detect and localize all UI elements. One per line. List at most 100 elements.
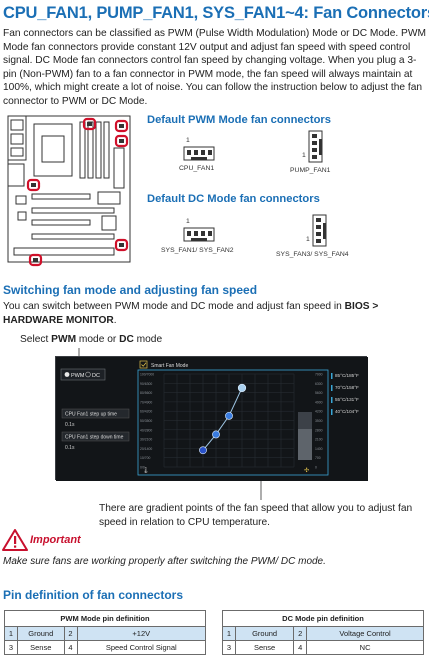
pin-one-marker: 1 <box>306 236 310 243</box>
left-tick-label: 90/6300 <box>140 382 152 386</box>
dc-radio-label: DC <box>92 373 100 379</box>
pin-one-marker: 1 <box>186 137 190 144</box>
left-tick-label: 80/5600 <box>140 391 152 395</box>
table-cell: 4 <box>293 640 308 655</box>
warning-triangle-icon <box>2 529 28 551</box>
dc-pin-table: DC Mode pin definition 1 Ground 2 Voltag… <box>222 610 424 655</box>
smart-fan-label: Smart Fan Mode <box>151 363 188 369</box>
right-tick-label: 700 <box>315 456 321 460</box>
sys-fan12-label: SYS_FAN1/ SYS_FAN2 <box>161 247 234 254</box>
temp-marker <box>331 385 333 391</box>
table-cell: Ground <box>234 626 295 641</box>
table-cell: Speed Control Signal <box>76 640 207 655</box>
temp-label: 40°C/104°F <box>335 409 359 414</box>
bios-path: BIOS > HARDWARE MONITOR <box>3 301 379 326</box>
sys-fan34-label: SYS_FAN3/ SYS_FAN4 <box>276 251 349 258</box>
right-tick-label: 2800 <box>315 428 323 432</box>
left-tick-label: 10/700 <box>140 456 150 460</box>
important-label: Important <box>30 534 81 546</box>
right-tick-label: 2100 <box>315 438 323 442</box>
sys-fan12-connector-icon <box>183 227 215 242</box>
caption-text: mode or <box>76 334 120 345</box>
dc-connectors-heading: Default DC Mode fan connectors <box>147 193 320 205</box>
pwm-table-title: PWM Mode pin definition <box>4 610 206 627</box>
dc-radio-icon <box>85 371 91 378</box>
motherboard-diagram <box>7 115 131 267</box>
pin-one-marker: 1 <box>186 218 190 225</box>
table-cell: NC <box>306 640 424 655</box>
caption-text: Select <box>20 334 52 345</box>
right-tick-label: 4200 <box>315 410 323 414</box>
step-down-value: 0.1s <box>65 445 75 451</box>
cpu-fan-label: CPU_FAN1 <box>179 165 215 172</box>
temp-marker <box>331 373 333 379</box>
sys-fan34-connector-icon <box>312 214 327 247</box>
switching-paragraph: You can switch between PWM mode and DC m… <box>3 300 425 327</box>
fan-icon: ✣ <box>304 467 309 474</box>
pwm-pin-table: PWM Mode pin definition 1 Ground 2 +12V … <box>4 610 207 655</box>
table-cell: 1 <box>4 626 18 641</box>
cpu-fan-connector-icon <box>183 146 215 161</box>
gradient-note: There are gradient points of the fan spe… <box>99 503 413 528</box>
table-cell: Ground <box>17 626 65 641</box>
temp-label: 55°C/131°F <box>335 397 359 402</box>
pump-fan-label: PUMP_FAN1 <box>290 167 331 174</box>
table-cell: 1 <box>222 626 236 641</box>
left-tick-label: 50/3500 <box>140 419 152 423</box>
pin-definition-heading: Pin definition of fan connectors <box>3 588 183 602</box>
table-cell: 3 <box>4 640 18 655</box>
select-mode-caption: Select PWM mode or DC mode <box>20 334 162 345</box>
left-tick-label: 30/2100 <box>140 438 152 442</box>
table-row: 1 Ground 2 +12V <box>4 626 207 641</box>
temp-icon: 🌡 <box>142 466 150 474</box>
table-cell: 3 <box>222 640 236 655</box>
right-tick-label: 4900 <box>315 400 323 404</box>
left-tick-label: 40/2800 <box>140 428 152 432</box>
important-text: Make sure fans are working properly afte… <box>3 556 326 567</box>
step-up-label: CPU Fan1 step up time <box>65 412 117 418</box>
caption-dc: DC <box>119 334 134 345</box>
table-row: 1 Ground 2 Voltage Control <box>222 626 424 641</box>
table-row: 3 Sense 4 NC <box>222 640 424 655</box>
table-cell: +12V <box>76 626 207 641</box>
left-tick-label: 60/4200 <box>140 410 152 414</box>
right-tick-label: 7000 <box>315 373 323 377</box>
pin-one-marker: 1 <box>302 152 306 159</box>
gradient-point[interactable] <box>212 430 220 439</box>
table-cell: Sense <box>234 640 295 655</box>
bios-fan-screen: PWM DC CPU Fan1 step up time 0.1s CPU Fa… <box>55 356 368 481</box>
step-down-label: CPU Fan1 step down time <box>65 435 124 441</box>
table-cell: Voltage Control <box>306 626 424 641</box>
switching-heading: Switching fan mode and adjusting fan spe… <box>3 283 258 297</box>
pwm-dc-toggle <box>60 368 106 381</box>
pump-fan-connector-icon <box>308 130 323 163</box>
temp-label: 70°C/158°F <box>335 385 359 390</box>
right-tick-label: 1400 <box>315 447 323 451</box>
pwm-radio-icon <box>64 372 70 377</box>
fan-connector-markers <box>26 117 129 267</box>
pwm-radio-label: PWM <box>71 373 85 379</box>
dc-table-title: DC Mode pin definition <box>222 610 424 627</box>
left-tick-label: 20/1400 <box>140 447 152 451</box>
intro-paragraph: Fan connectors can be classified as PWM … <box>3 28 426 107</box>
right-tick-label: 3500 <box>315 419 323 423</box>
temp-label: 85°C/185°F <box>335 373 359 378</box>
switching-text: You can switch between PWM mode and DC m… <box>3 301 345 312</box>
right-tick-label: 5600 <box>315 391 323 395</box>
temp-marker <box>331 409 333 415</box>
gradient-point[interactable] <box>225 411 233 420</box>
caption-pwm: PWM <box>51 334 77 345</box>
temp-marker <box>331 397 333 403</box>
caption-text: mode <box>133 334 163 345</box>
table-cell: Sense <box>17 640 65 655</box>
table-row: 3 Sense 4 Speed Control Signal <box>4 640 207 655</box>
step-up-value: 0.1s <box>65 422 75 428</box>
gradient-point[interactable] <box>237 383 247 393</box>
bios-screen-graphic: PWM DC CPU Fan1 step up time 0.1s CPU Fa… <box>56 357 368 481</box>
table-cell: 2 <box>293 626 308 641</box>
gradient-point[interactable] <box>199 446 207 455</box>
left-tick-label: 0/0 <box>140 466 145 470</box>
switching-text-end: . <box>113 314 117 326</box>
table-cell: 4 <box>63 640 78 655</box>
left-tick-label: 100/7000 <box>140 373 154 377</box>
